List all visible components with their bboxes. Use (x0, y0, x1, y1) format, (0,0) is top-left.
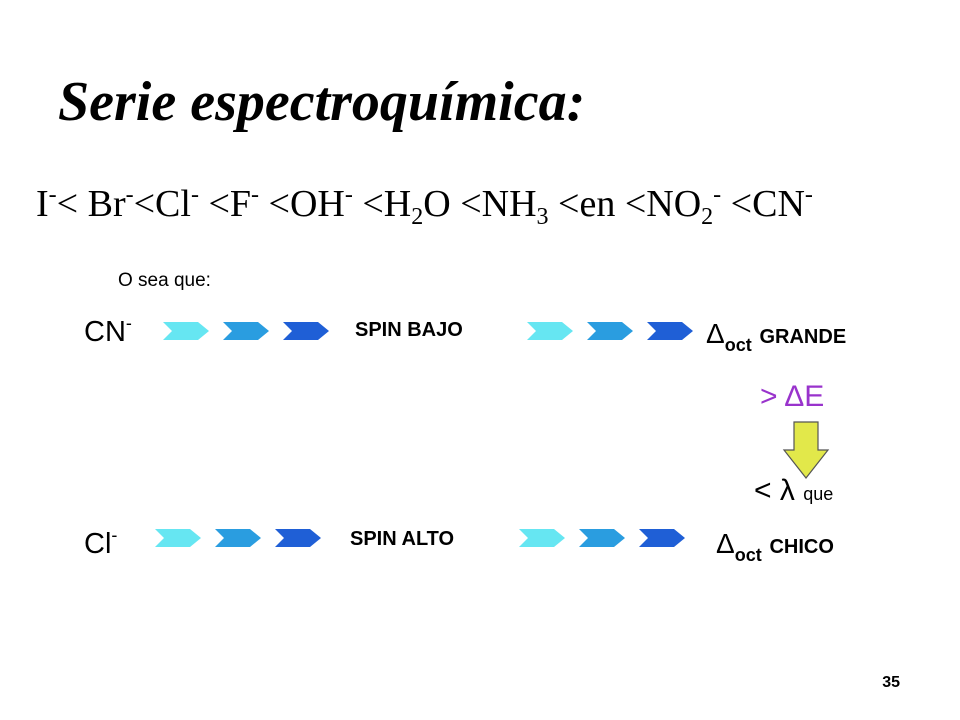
chevron-arrow-icon (275, 529, 321, 547)
ligand-weak: Cl- (84, 525, 118, 561)
bottom-arrows-left (155, 529, 321, 547)
top-arrows-left (163, 322, 329, 340)
series-separator: < (721, 183, 753, 225)
spectrochemical-series: I-< Br-<Cl- <F- <OH- <H2O <NH3 <en <NO2-… (36, 182, 813, 229)
series-separator: < (259, 183, 290, 225)
chevron-arrow-icon (647, 322, 693, 340)
ligand-weak-name: Cl (84, 528, 112, 560)
series-ligand-subscript: 2 (701, 204, 714, 230)
lambda-suffix: que (803, 484, 834, 504)
delta-small-symbol: Δ (716, 528, 735, 559)
series-separator: < (133, 183, 156, 225)
chevron-arrow-icon (587, 322, 633, 340)
series-ligand-charge: - (344, 182, 353, 208)
delta-large-sub: oct (724, 335, 752, 355)
chevron-arrow-icon (163, 322, 209, 340)
ligand-weak-charge: - (111, 525, 118, 545)
series-ligand-subscript: 3 (536, 204, 549, 230)
series-ligand-charge: - (713, 182, 722, 208)
series-separator: < (56, 183, 88, 225)
series-ligand-formula: NO (646, 183, 702, 225)
note-text: O sea que: (118, 270, 211, 291)
series-ligand: NH3 < (481, 183, 580, 229)
series-ligand: OH- < (290, 183, 384, 225)
series-ligand-charge: - (804, 182, 813, 208)
series-ligand-subscript: 2 (411, 204, 424, 230)
chevron-arrow-icon (283, 322, 329, 340)
series-ligand: Cl- < (155, 183, 230, 225)
spin-high-label: SPIN ALTO (350, 528, 455, 550)
lambda-text: < λ (754, 474, 795, 507)
delta-large-label: GRANDE (759, 326, 847, 348)
ligand-strong-name: CN (84, 316, 126, 348)
page-number: 35 (882, 674, 900, 691)
series-ligand-formula: I (36, 183, 49, 225)
series-ligand: en < (579, 183, 646, 225)
energy-label: > ΔE (760, 380, 825, 413)
series-ligand-formula-tail: O (423, 183, 451, 225)
delta-small-label: CHICO (769, 536, 834, 558)
chevron-arrow-icon (519, 529, 565, 547)
series-ligand: Br-< (88, 183, 155, 225)
ligand-strong-charge: - (125, 313, 132, 333)
delta-small: Δoct CHICO (716, 528, 834, 566)
series-separator: < (198, 183, 230, 225)
bottom-arrows-right (519, 529, 685, 547)
series-separator: < (548, 183, 580, 225)
series-ligand-charge: - (190, 182, 199, 208)
chevron-arrow-icon (639, 529, 685, 547)
series-ligand-formula: F (229, 183, 252, 225)
chevron-arrow-icon (579, 529, 625, 547)
chevron-arrow-icon (527, 322, 573, 340)
series-ligand-formula: CN (752, 183, 805, 225)
chevron-arrow-icon (215, 529, 261, 547)
ligand-strong: CN- (84, 313, 132, 349)
series-ligand-formula: NH (481, 183, 537, 225)
series-ligand: NO2- < (646, 182, 753, 229)
series-ligand: I-< (36, 183, 88, 225)
series-ligand: CN- (752, 183, 813, 225)
spin-low-label: SPIN BAJO (355, 319, 463, 341)
series-ligand-formula: en (579, 183, 616, 225)
series-separator: < (450, 183, 482, 225)
series-ligand-charge: - (251, 182, 260, 208)
top-arrows-right (527, 322, 693, 340)
series-ligand-formula: Cl (155, 183, 191, 225)
chevron-arrow-icon (223, 322, 269, 340)
series-ligand: F- < (230, 183, 290, 225)
series-ligand-formula: Br (87, 183, 126, 225)
series-ligand-formula: H (383, 183, 412, 225)
page-title: Serie espectroquímica: (58, 71, 586, 133)
series-ligand-formula: OH (289, 183, 345, 225)
lambda-label: < λ que (754, 474, 833, 508)
down-arrow-icon (782, 421, 830, 479)
series-ligand-charge: - (48, 182, 57, 208)
series-separator: < (352, 183, 384, 225)
series-ligand: H2O < (383, 183, 482, 229)
delta-small-sub: oct (734, 545, 762, 565)
series-separator: < (615, 183, 647, 225)
chevron-arrow-icon (155, 529, 201, 547)
delta-large-symbol: Δ (706, 318, 725, 349)
series-ligand-charge: - (125, 182, 134, 208)
delta-large: Δoct GRANDE (706, 318, 846, 356)
